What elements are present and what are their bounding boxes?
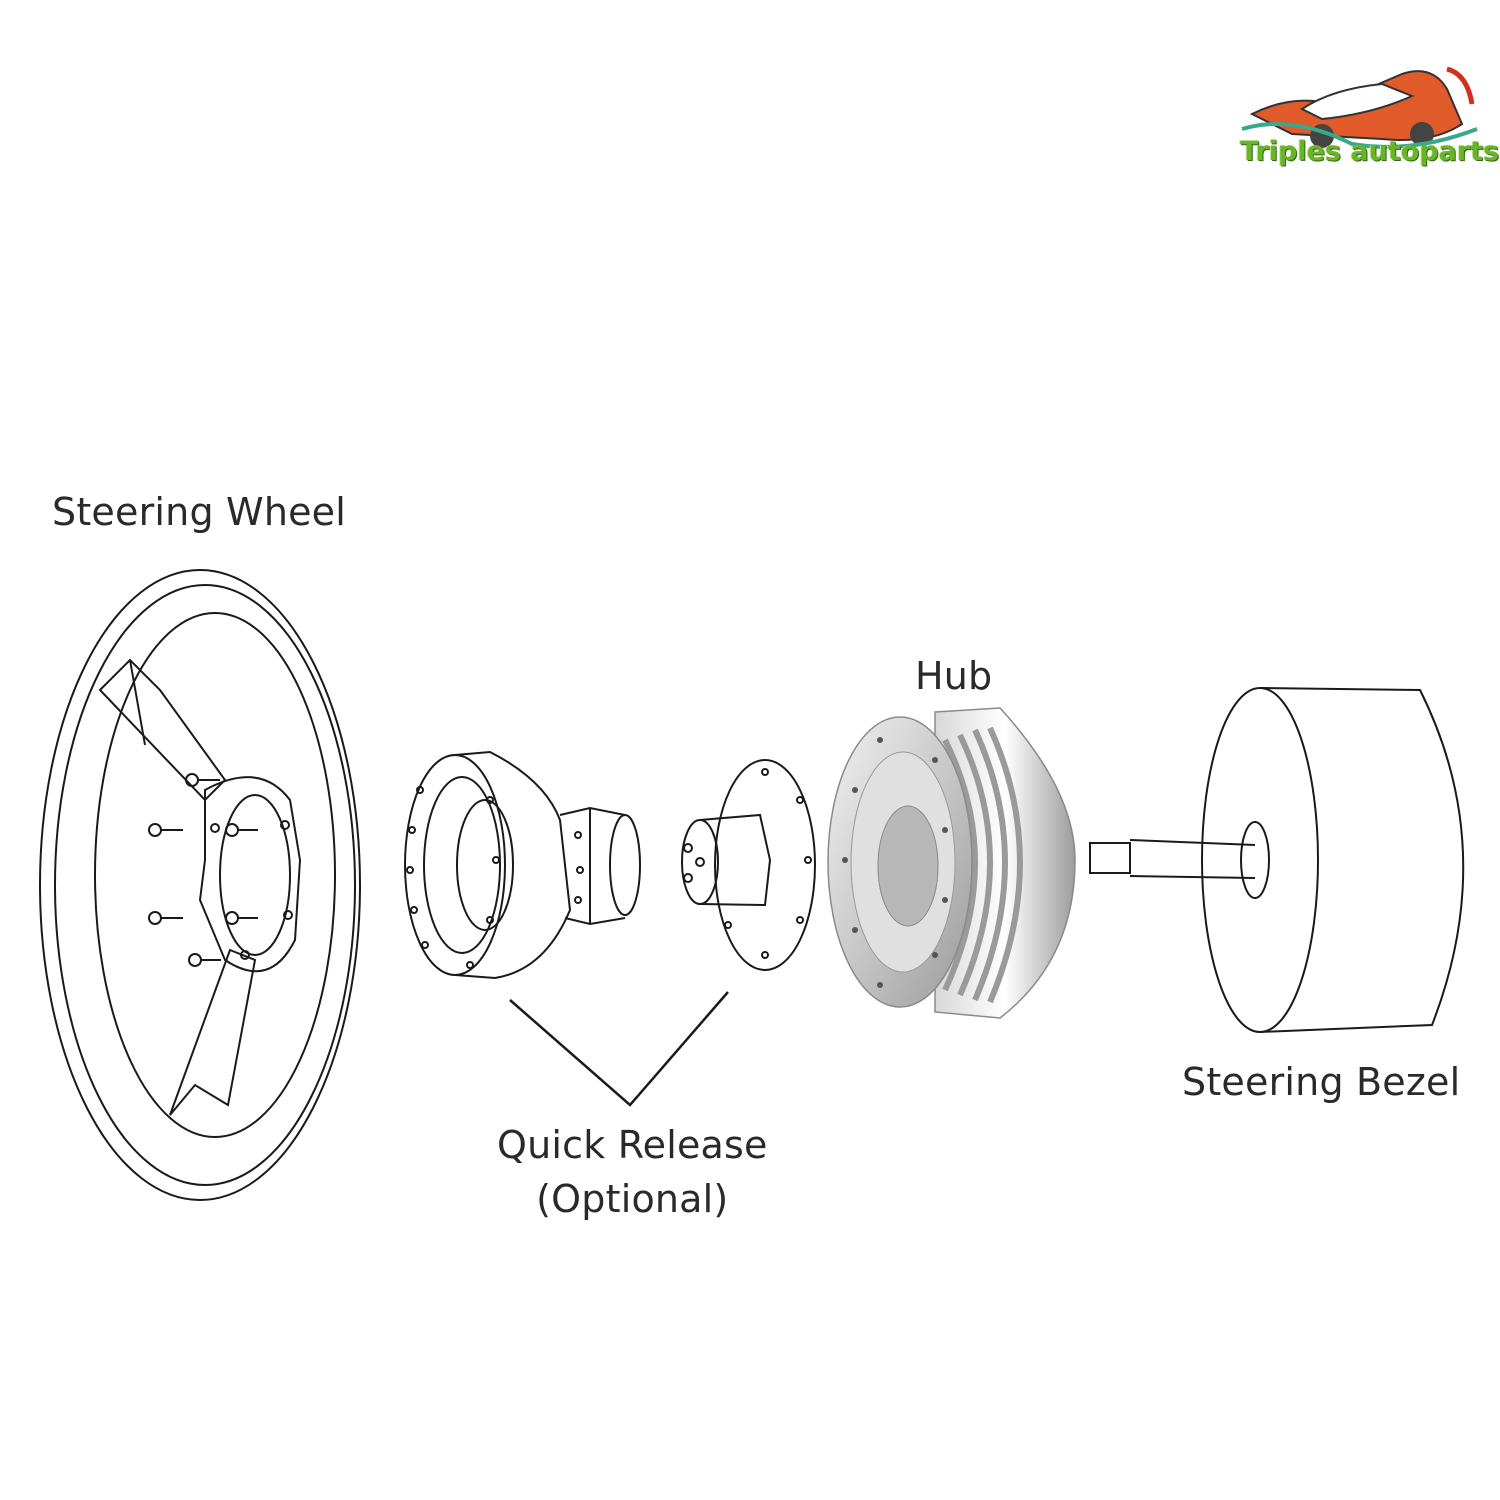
brand-logo-car-icon (1241, 66, 1478, 149)
wheel-bolts (148, 773, 293, 967)
brand-name: Triples autoparts (1240, 136, 1500, 167)
steering-wheel-drawing (39, 569, 361, 1201)
quick-release-body-drawing (404, 750, 641, 980)
quick-release-label-line1: Quick Release (497, 1123, 768, 1167)
quick-release-plate-drawing (681, 759, 816, 971)
steering-wheel-label: Steering Wheel (52, 490, 347, 534)
quick-release-holes (406, 786, 584, 969)
steering-bezel-label: Steering Bezel (1182, 1060, 1461, 1104)
quick-release-label-line2: (Optional) (536, 1177, 729, 1221)
quick-release-bracket (509, 991, 729, 1107)
hub-drawing (827, 707, 1076, 1019)
steering-bezel-drawing (1089, 687, 1465, 1033)
quick-release-label: Quick Release (Optional) (497, 1118, 768, 1226)
hub-label: Hub (915, 654, 993, 698)
